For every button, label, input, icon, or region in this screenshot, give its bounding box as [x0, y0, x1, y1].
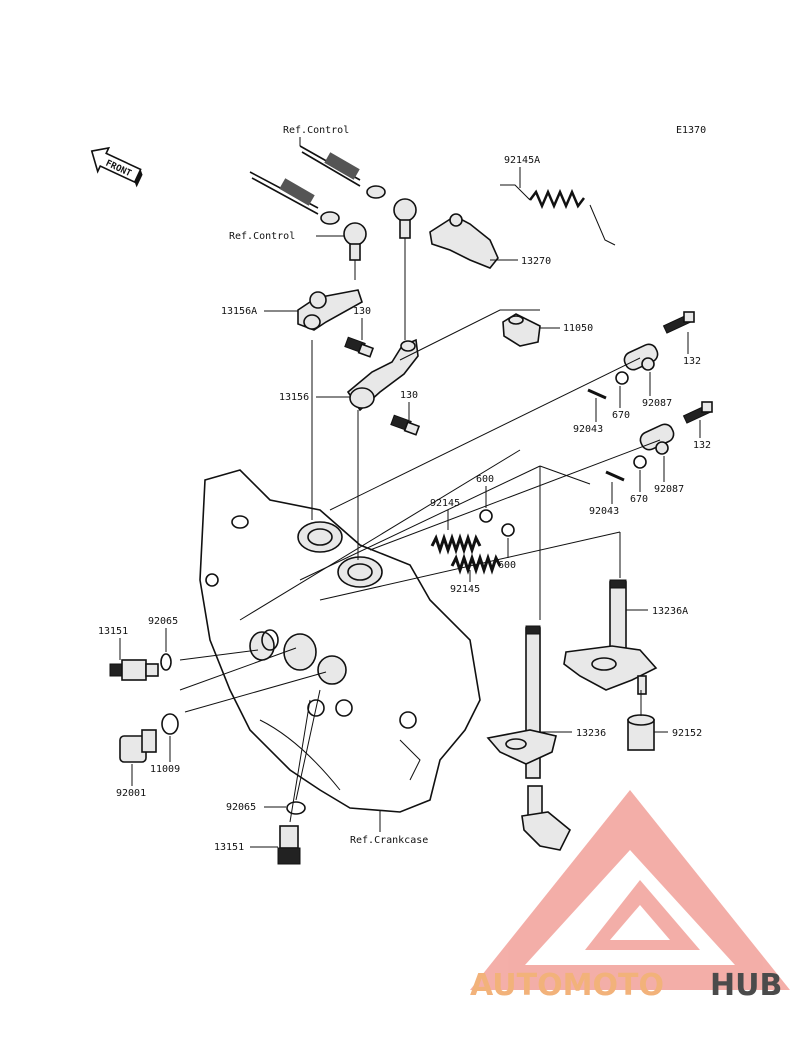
bracket-11050 [502, 313, 541, 347]
callout-ref-control-2: Ref.Control [229, 231, 344, 242]
callout-ref-control-1: Ref.Control [283, 125, 349, 146]
callout-132-upper: 132 [683, 332, 701, 367]
spring-92145-lower [450, 553, 502, 575]
svg-text:670: 670 [612, 410, 630, 421]
callout-92145A: 92145A [504, 155, 540, 188]
svg-text:92065: 92065 [148, 616, 178, 627]
svg-text:130: 130 [353, 306, 371, 317]
svg-text:13156: 13156 [279, 392, 309, 403]
callout-11050: 11050 [540, 323, 593, 334]
svg-text:Ref.Crankcase: Ref.Crankcase [350, 835, 428, 846]
bolt-132-lower [682, 401, 713, 424]
svg-text:92087: 92087 [642, 398, 672, 409]
lever-13156 [346, 338, 419, 412]
svg-text:92087: 92087 [654, 484, 684, 495]
watermark-text: AUTOMOTO HUB [470, 968, 782, 1003]
shift-shaft-13236 [486, 625, 572, 851]
svg-text:92043: 92043 [573, 424, 603, 435]
plug-92001 [119, 729, 157, 763]
svg-text:132: 132 [683, 356, 701, 367]
svg-text:92152: 92152 [672, 728, 702, 739]
svg-text:11009: 11009 [150, 764, 180, 775]
ball-600-upper [479, 509, 493, 523]
svg-text:670: 670 [630, 494, 648, 505]
svg-text:92145: 92145 [450, 584, 480, 595]
switch-13151-lower [277, 825, 301, 865]
svg-text:13151: 13151 [98, 626, 128, 637]
watermark-part1: AUTOMOTO [470, 968, 664, 1003]
svg-text:13151: 13151 [214, 842, 244, 853]
stopper-92087-upper [587, 343, 659, 400]
svg-text:132: 132 [693, 440, 711, 451]
svg-text:Ref.Control: Ref.Control [283, 125, 349, 136]
crankcase [199, 469, 481, 813]
callout-92145-lower: 92145 [450, 570, 480, 595]
svg-text:92001: 92001 [116, 788, 146, 799]
svg-text:13236: 13236 [576, 728, 606, 739]
callout-600-lower: 600 [498, 538, 516, 571]
callout-600-upper: 600 [476, 474, 494, 508]
shift-shaft-13236A [563, 579, 658, 695]
ball-600-lower [501, 523, 515, 537]
callout-92043-upper: 92043 [573, 398, 603, 435]
callout-92152: 92152 [654, 728, 702, 739]
callout-130-upper: 130 [353, 306, 371, 340]
svg-text:13236A: 13236A [652, 606, 688, 617]
control-rod-upper [299, 145, 417, 239]
callout-670-upper: 670 [612, 386, 630, 421]
bolt-132-upper [662, 311, 695, 334]
callout-670-lower: 670 [630, 470, 648, 505]
callout-13236: 13236 [540, 728, 606, 739]
plate-13270 [429, 213, 499, 269]
callout-13156A: 13156A [221, 306, 298, 317]
callout-13151-upper: 13151 [98, 626, 128, 660]
callout-13151-lower: 13151 [214, 842, 278, 853]
collar-92152 [627, 714, 655, 751]
callout-11009: 11009 [150, 736, 180, 775]
control-rod-lower [249, 171, 367, 261]
washer-92065-upper [160, 653, 172, 671]
svg-text:13156A: 13156A [221, 306, 257, 317]
svg-text:Ref.Control: Ref.Control [229, 231, 295, 242]
svg-text:13270: 13270 [521, 256, 551, 267]
callout-92087-lower: 92087 [654, 456, 684, 495]
callout-132-lower: 132 [693, 420, 711, 451]
svg-text:92043: 92043 [589, 506, 619, 517]
front-arrow-icon: FRONT [90, 146, 143, 188]
svg-text:600: 600 [476, 474, 494, 485]
svg-text:11050: 11050 [563, 323, 593, 334]
bolt-130-lower [390, 414, 421, 436]
washer-92065-lower [286, 801, 306, 815]
callout-13156: 13156 [279, 392, 350, 403]
svg-text:92145A: 92145A [504, 155, 540, 166]
lever-13156A [297, 289, 363, 331]
spring-92145A [500, 184, 616, 246]
watermark-logo-triangle [470, 790, 790, 990]
callout-ref-crankcase: Ref.Crankcase [350, 810, 428, 846]
callout-92065-upper: 92065 [148, 616, 178, 652]
svg-text:600: 600 [498, 560, 516, 571]
stopper-92087-lower [605, 423, 675, 482]
gasket-11009 [161, 713, 179, 735]
callout-92065-lower: 92065 [226, 802, 286, 813]
callout-130-lower: 130 [400, 390, 418, 420]
diagram-code: E1370 [676, 125, 706, 136]
bolt-130-upper [344, 336, 375, 358]
svg-text:92065: 92065 [226, 802, 256, 813]
callout-92145-upper: 92145 [430, 498, 460, 530]
svg-text:92145: 92145 [430, 498, 460, 509]
spring-92145-upper [430, 533, 482, 555]
watermark-part2: HUB [710, 968, 782, 1003]
switch-13151-upper [109, 659, 159, 681]
callout-13270: 13270 [490, 256, 551, 267]
callout-92087-upper: 92087 [642, 372, 672, 409]
callout-92001: 92001 [116, 764, 146, 799]
callout-92043-lower: 92043 [589, 482, 619, 517]
assembly-guide-lines [179, 238, 661, 823]
callout-13236A: 13236A [626, 606, 688, 617]
svg-text:130: 130 [400, 390, 418, 401]
